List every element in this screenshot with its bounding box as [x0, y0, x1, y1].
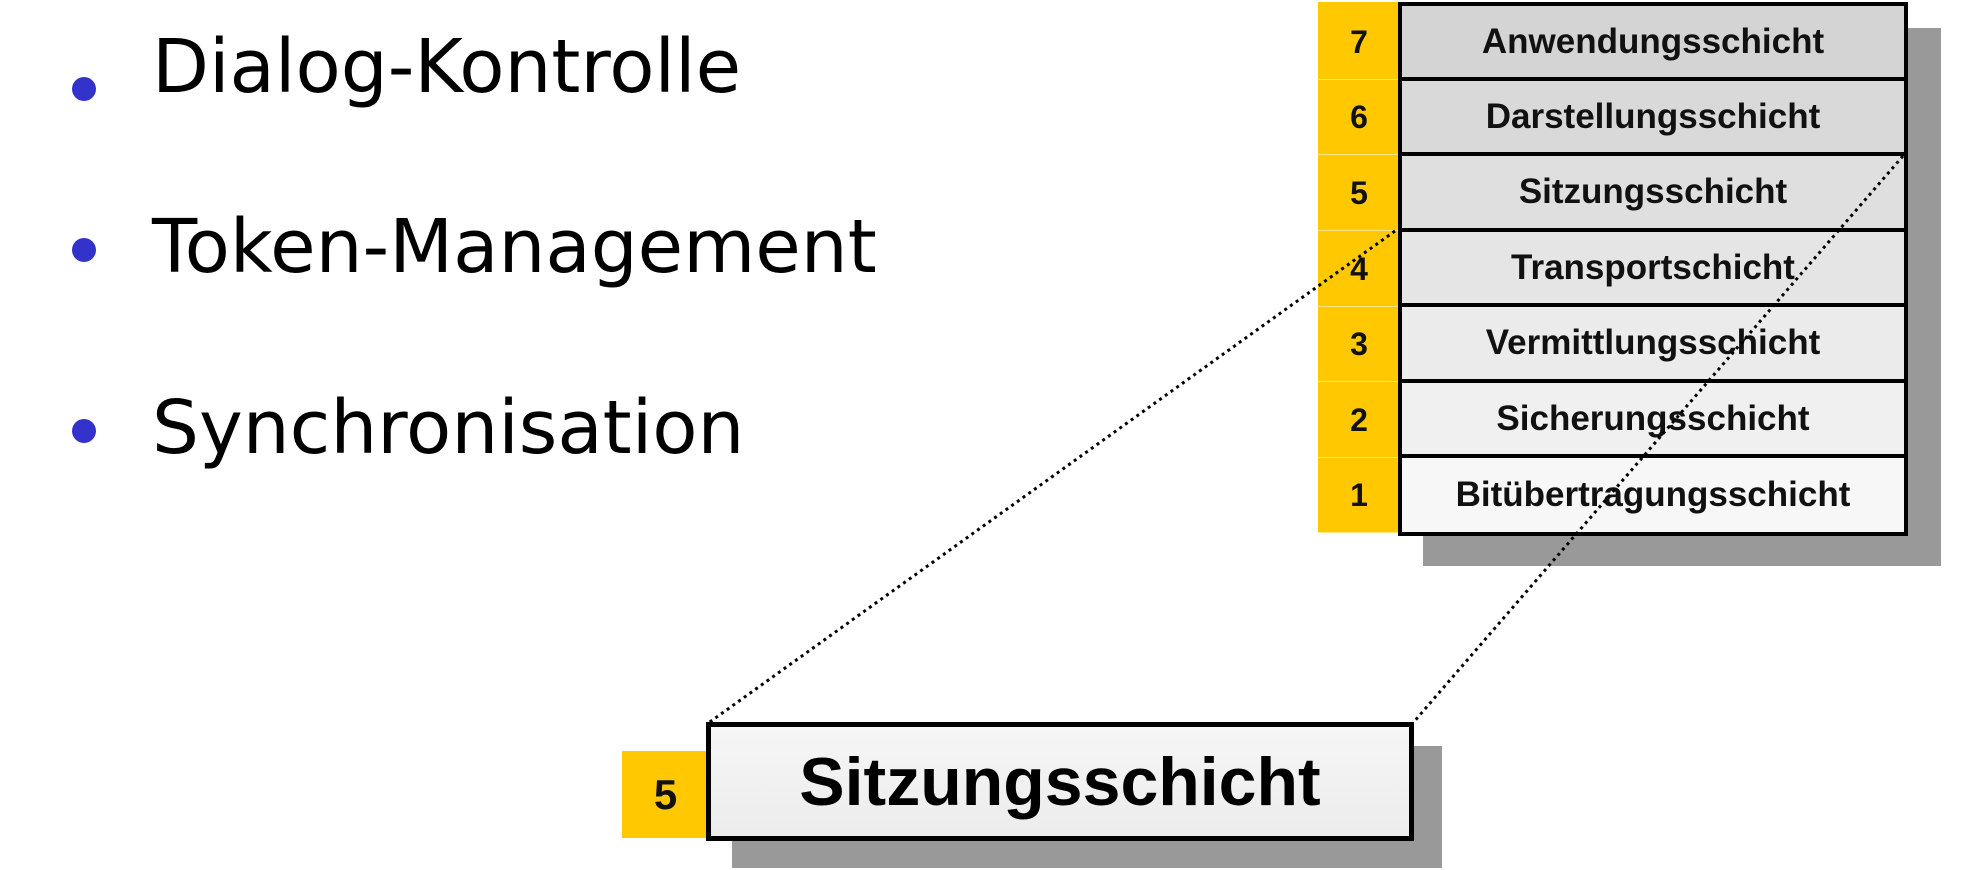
bullet-dot-icon: [72, 419, 96, 443]
bullet-dot-icon: [72, 238, 96, 262]
osi-layer-stack: Anwendungsschicht Darstellungsschicht Si…: [1398, 2, 1914, 540]
bullet-dot-icon: [72, 77, 96, 101]
layer-number-2: 2: [1318, 383, 1400, 458]
bullet-text: Synchronisation: [152, 385, 745, 471]
layer-number-7: 7: [1318, 5, 1400, 80]
layer-presentation: Darstellungsschicht: [1398, 79, 1908, 154]
layer-number-band: [1318, 2, 1400, 533]
layer-physical: Bitübertragungsschicht: [1398, 456, 1908, 536]
layer-session: Sitzungsschicht: [1398, 154, 1908, 230]
connector-line-left: [706, 229, 1396, 726]
layer-network: Vermittlungsschicht: [1398, 305, 1908, 381]
layer-number-5: 5: [1318, 156, 1400, 231]
connector-line-right: [1410, 155, 1905, 725]
bullet-text: Token-Management: [152, 204, 877, 290]
layer-number-3: 3: [1318, 307, 1400, 382]
highlight-layer-box: Sitzungsschicht: [706, 722, 1414, 841]
bullet-list: Dialog-Kontrolle Token-Management Synchr…: [0, 0, 900, 500]
highlight-layer-number: 5: [622, 751, 709, 838]
layer-number-6: 6: [1318, 80, 1400, 155]
bullet-text: Dialog-Kontrolle: [152, 24, 742, 110]
layer-application: Anwendungsschicht: [1398, 2, 1908, 79]
layer-number-1: 1: [1318, 458, 1400, 533]
layer-transport: Transportschicht: [1398, 230, 1908, 305]
